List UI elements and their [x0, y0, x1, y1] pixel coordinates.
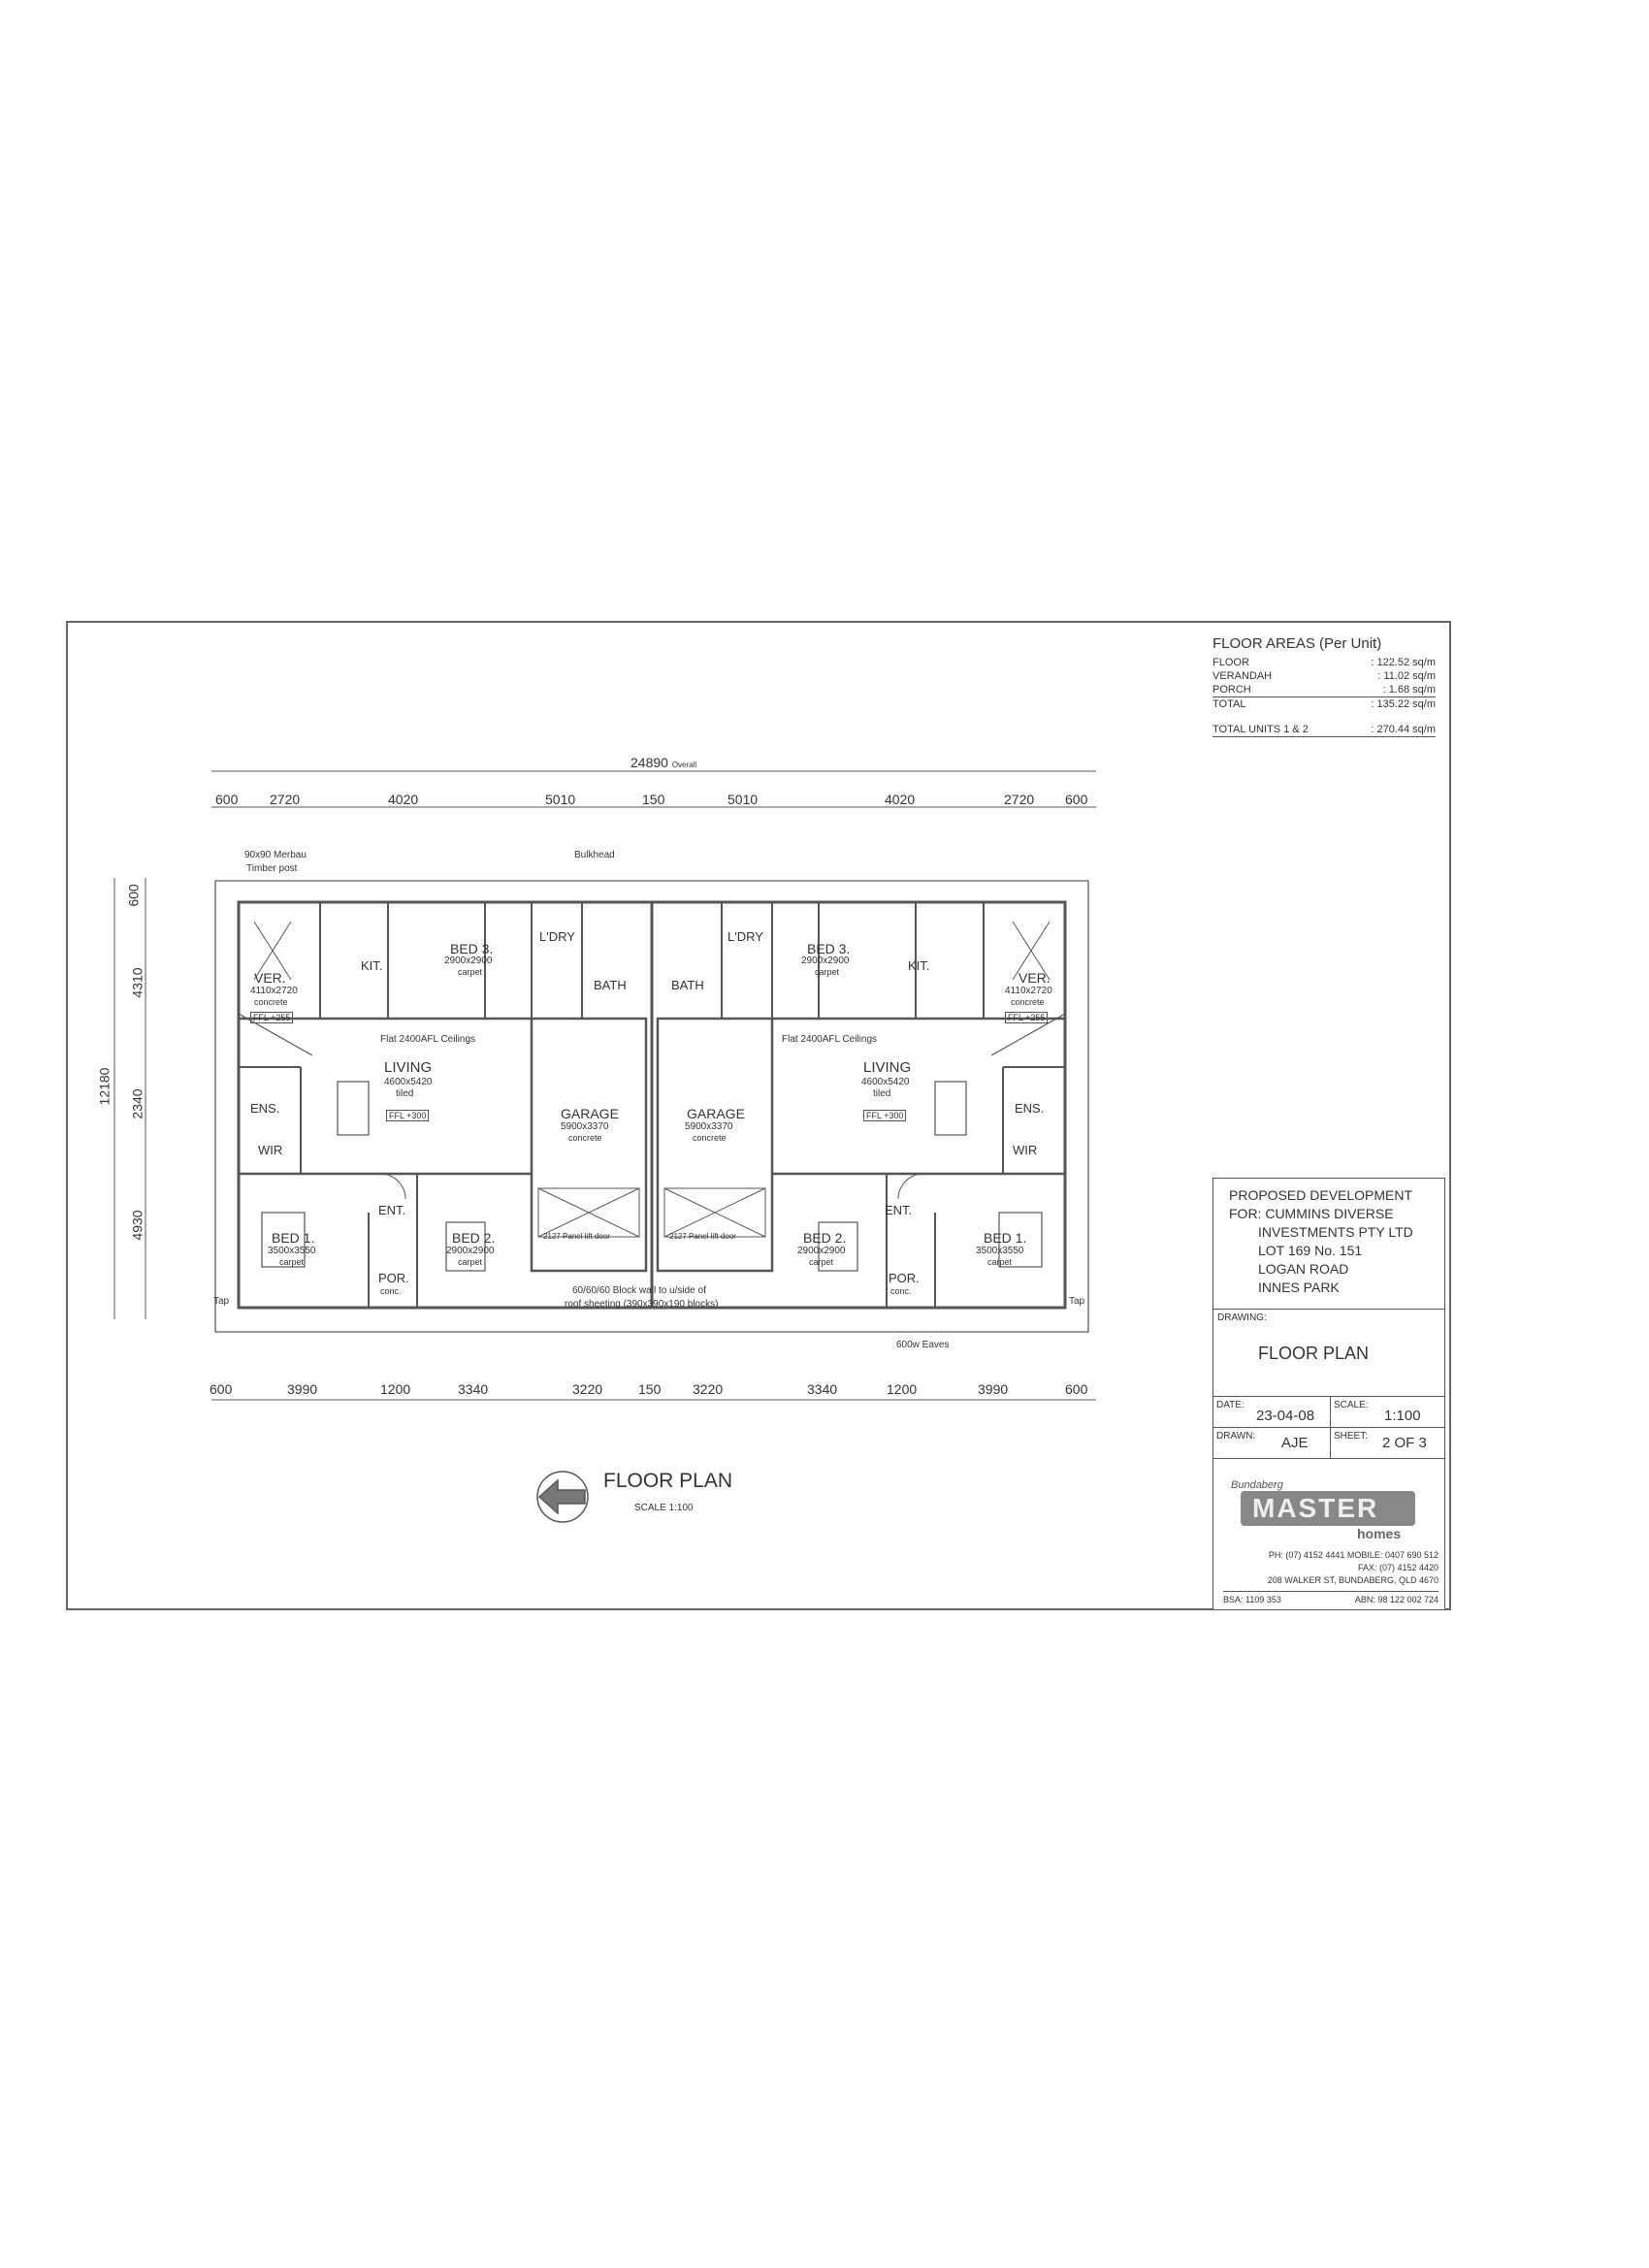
bottom-dim: 3990: [978, 1381, 1009, 1397]
date-label: DATE:: [1216, 1400, 1245, 1410]
date-value: 23-04-08: [1256, 1408, 1315, 1424]
bottom-dim: 600: [1065, 1381, 1088, 1397]
room-entry-left: ENT.: [378, 1203, 406, 1217]
room-bed1-right: BED 1.: [984, 1230, 1027, 1246]
area-row-total: TOTAL: 135.22 sq/m: [1212, 697, 1436, 710]
room-entry-right: ENT.: [885, 1203, 913, 1217]
contact-details: PH: (07) 4152 4441 MOBILE: 0407 690 512 …: [1223, 1550, 1439, 1604]
top-dim: 5010: [728, 792, 759, 807]
top-dim: 150: [642, 792, 665, 807]
overall-width: 24890 Overall: [630, 755, 697, 770]
room-porch-left: POR.: [378, 1271, 409, 1285]
area-row: VERANDAH: 11.02 sq/m: [1212, 670, 1436, 682]
note-eaves: 600w Eaves: [896, 1340, 950, 1350]
top-dim: 600: [1065, 792, 1088, 807]
room-kitchen-right: KIT.: [908, 958, 930, 973]
note-ceilings: Flat 2400AFL Ceilings: [380, 1034, 476, 1045]
top-dim: 4020: [885, 792, 916, 807]
note-bulkhead: Bulkhead: [574, 850, 615, 860]
project-details: PROPOSED DEVELOPMENT FOR: CUMMINS DIVERS…: [1229, 1187, 1413, 1295]
room-verandah-right: VER.: [1018, 970, 1051, 986]
bottom-dim: 150: [638, 1381, 662, 1397]
drawing-label: DRAWING:: [1217, 1312, 1267, 1323]
plan-caption-scale: SCALE 1:100: [634, 1503, 694, 1513]
room-verandah-left: VER.: [254, 970, 286, 986]
bottom-dim: 3990: [287, 1381, 318, 1397]
room-kitchen-left: KIT.: [361, 958, 383, 973]
drawn-label: DRAWN:: [1216, 1431, 1256, 1442]
area-row: PORCH: 1.68 sq/m: [1212, 684, 1436, 696]
note-post: 90x90 Merbau: [244, 850, 307, 860]
top-dim: 4020: [388, 792, 419, 807]
area-row-grand-total: TOTAL UNITS 1 & 2: 270.44 sq/m: [1212, 724, 1436, 737]
room-bed1-left: BED 1.: [272, 1230, 315, 1246]
note-ceilings: Flat 2400AFL Ceilings: [782, 1034, 878, 1045]
title-block: PROPOSED DEVELOPMENT FOR: CUMMINS DIVERS…: [1212, 1178, 1445, 1610]
note-blockwall: 60/60/60 Block wall to u/side of: [572, 1285, 706, 1296]
note-tap: Tap: [1069, 1296, 1085, 1307]
room-living-left: LIVING: [384, 1059, 433, 1076]
plan-caption: FLOOR PLAN: [603, 1470, 733, 1492]
bottom-dim: 3340: [807, 1381, 838, 1397]
sheet-label: SHEET:: [1334, 1431, 1369, 1442]
room-garage-right: GARAGE: [687, 1106, 745, 1121]
room-laundry-right: L'DRY: [728, 929, 763, 944]
room-garage-left: GARAGE: [561, 1106, 619, 1121]
company-logo: Bundaberg MASTER homes: [1231, 1479, 1425, 1547]
left-dim: 4930: [129, 1210, 146, 1241]
note-post-2: Timber post: [246, 863, 298, 874]
drawing-title: FLOOR PLAN: [1258, 1344, 1370, 1363]
room-bed2-left: BED 2.: [452, 1230, 496, 1246]
left-dim: 2340: [129, 1088, 146, 1119]
room-bath-right: BATH: [671, 978, 704, 992]
top-dim: 2720: [270, 792, 301, 807]
floor-areas-title: FLOOR AREAS (Per Unit): [1212, 635, 1382, 652]
bottom-dim: 3220: [572, 1381, 603, 1397]
scale-label: SCALE:: [1334, 1400, 1369, 1410]
room-bed2-right: BED 2.: [803, 1230, 847, 1246]
room-ensuite-left: ENS.: [250, 1101, 280, 1116]
room-laundry-left: L'DRY: [539, 929, 575, 944]
bottom-dim: 1200: [380, 1381, 411, 1397]
note-tap: Tap: [213, 1296, 230, 1307]
top-dim: 2720: [1004, 792, 1035, 807]
room-wir-right: WIR: [1013, 1143, 1038, 1157]
bottom-dim: 1200: [887, 1381, 918, 1397]
room-porch-right: POR.: [889, 1271, 920, 1285]
room-living-right: LIVING: [863, 1059, 912, 1076]
sheet-value: 2 OF 3: [1382, 1435, 1427, 1451]
floor-areas-table: FLOOR AREAS (Per Unit) FLOOR: 122.52 sq/…: [1212, 635, 1436, 737]
left-dim: 4310: [129, 967, 146, 998]
area-row: FLOOR: 122.52 sq/m: [1212, 657, 1436, 668]
room-wir-left: WIR: [258, 1143, 283, 1157]
scale-value: 1:100: [1384, 1408, 1421, 1424]
drawn-value: AJE: [1281, 1435, 1309, 1451]
top-dim: 5010: [545, 792, 576, 807]
room-ensuite-right: ENS.: [1015, 1101, 1045, 1116]
left-dim: 600: [125, 884, 142, 907]
room-bed3-left: BED 3.: [450, 941, 494, 956]
note-blockwall-2: roof sheeting (390x390x190 blocks): [565, 1299, 719, 1310]
overall-depth: 12180: [96, 1067, 113, 1106]
bottom-dim: 3340: [458, 1381, 489, 1397]
room-bath-left: BATH: [594, 978, 627, 992]
bottom-dim: 600: [210, 1381, 233, 1397]
bottom-dim: 3220: [693, 1381, 724, 1397]
top-dim: 600: [215, 792, 239, 807]
room-bed3-right: BED 3.: [807, 941, 851, 956]
